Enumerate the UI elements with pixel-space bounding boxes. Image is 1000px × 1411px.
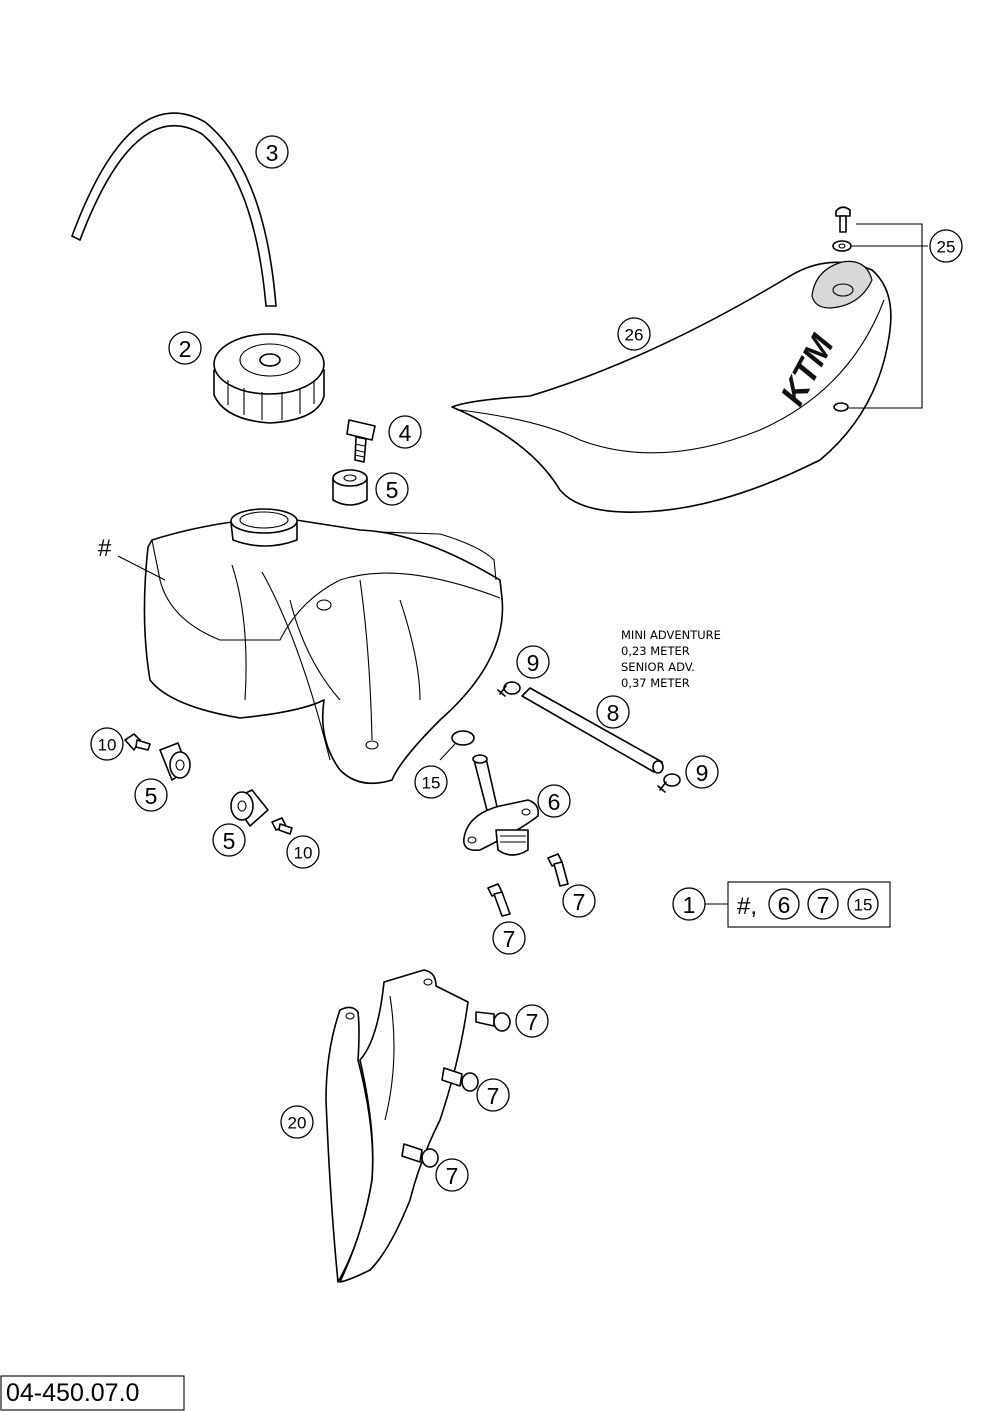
tank-bolt [346, 419, 376, 463]
callout-7-spoiler-bottom-label: 7 [446, 1163, 459, 1189]
screw-spoiler-middle [441, 1067, 479, 1092]
fuel-hose [521, 687, 664, 774]
hose-clamp-top [497, 681, 521, 697]
callout-10-right-label: 10 [294, 844, 313, 863]
kit-legend: 1 #, 6 7 15 [672, 881, 891, 928]
callout-7-tap-right: 7 [562, 884, 596, 918]
seat-screw-and-washers [832, 206, 928, 409]
rubber-bushing-top [332, 469, 368, 506]
seat: KTM [451, 260, 892, 513]
callout-7-spoiler-middle: 7 [476, 1078, 510, 1112]
note-line-4: 0,37 METER [621, 676, 690, 690]
callout-7-spoiler-middle-label: 7 [487, 1083, 500, 1109]
screw-tap-right [547, 853, 569, 887]
drawing-number-box: 04-450.07.0 [0, 1375, 185, 1411]
kit-contents-prefix: #, [737, 893, 757, 920]
callout-5-right: 5 [212, 823, 246, 857]
callout-8-label: 8 [607, 700, 620, 726]
callout-20: 20 [280, 1105, 314, 1139]
note-line-2: 0,23 METER [621, 644, 690, 658]
mounting-bolt-left [124, 733, 151, 751]
o-ring [439, 730, 475, 761]
callout-5-left-label: 5 [145, 783, 158, 809]
callout-26: 26 [617, 317, 651, 351]
screw-tap-left [487, 883, 511, 917]
kit-item-a-label: 6 [778, 892, 791, 918]
callout-25: 25 [929, 229, 963, 263]
breather-hose [71, 112, 277, 307]
callout-9-top-label: 9 [527, 650, 540, 676]
fuel-tank: # [98, 508, 504, 785]
screw-spoiler-bottom [401, 1143, 439, 1168]
fuel-tap [463, 754, 540, 856]
callout-20-label: 20 [288, 1114, 307, 1133]
callout-10-left: 10 [90, 727, 124, 761]
callout-4-label: 4 [399, 420, 412, 446]
callout-8: 8 [596, 695, 630, 729]
callout-9-bottom-label: 9 [696, 760, 709, 786]
callout-5-left: 5 [134, 778, 168, 812]
callout-3-label: 3 [266, 140, 279, 166]
callout-7-spoiler-bottom: 7 [435, 1158, 469, 1192]
callout-7-tap-left-label: 7 [503, 926, 516, 952]
mounting-bolt-right [271, 817, 293, 835]
rubber-bushing-left [159, 742, 191, 781]
drawing-number: 04-450.07.0 [6, 1379, 139, 1407]
callout-25-label: 25 [937, 238, 956, 257]
note-line-1: MINI ADVENTURE [621, 628, 721, 642]
screw-spoiler-top [475, 1011, 511, 1032]
callout-10-right: 10 [286, 835, 320, 869]
kit-item-c-label: 15 [854, 896, 873, 915]
tank-spoiler [325, 969, 469, 1283]
fuel-cap [213, 333, 325, 424]
callout-2-label: 2 [179, 336, 192, 362]
kit-number-label: 1 [683, 892, 696, 918]
callout-6: 6 [537, 784, 571, 818]
callout-7-tap-right-label: 7 [573, 889, 586, 915]
callout-5-right-label: 5 [223, 828, 236, 854]
callout-3: 3 [255, 135, 289, 169]
callout-9-top: 9 [516, 645, 550, 679]
callout-5-top-label: 5 [386, 477, 399, 503]
hose-length-note: MINI ADVENTURE 0,23 METER SENIOR ADV. 0,… [621, 628, 721, 690]
callout-15: 15 [414, 765, 448, 799]
callout-6-label: 6 [548, 789, 561, 815]
hose-clamp-bottom [657, 773, 681, 793]
callout-26-label: 26 [625, 326, 644, 345]
callout-15-label: 15 [422, 774, 441, 793]
kit-item-b-label: 7 [817, 892, 830, 918]
callout-7-tap-left: 7 [492, 921, 526, 955]
callout-10-left-label: 10 [98, 736, 117, 755]
callout-9-bottom: 9 [685, 755, 719, 789]
rubber-bushing-right [230, 789, 269, 827]
callout-2: 2 [168, 331, 202, 365]
callout-4: 4 [388, 415, 422, 449]
note-line-3: SENIOR ADV. [621, 660, 695, 674]
tank-marker: # [98, 535, 112, 562]
callout-7-spoiler-top-label: 7 [526, 1009, 539, 1035]
callout-7-spoiler-top: 7 [515, 1004, 549, 1038]
callout-5-top: 5 [375, 472, 409, 506]
